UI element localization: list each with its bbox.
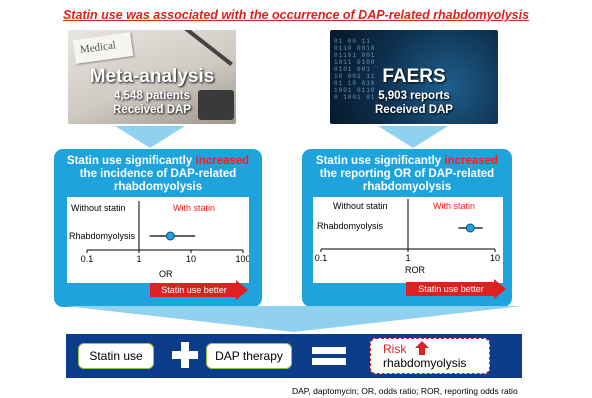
faers-line2: Received DAP bbox=[375, 104, 453, 116]
meta-heading: Meta-analysis bbox=[89, 66, 215, 87]
up-arrow-icon bbox=[415, 341, 429, 355]
left-axis-label: OR bbox=[159, 269, 173, 279]
risk-label: Risk bbox=[383, 342, 407, 356]
right-axis-label: ROR bbox=[405, 265, 425, 275]
left-without-label: Without statin bbox=[71, 203, 126, 213]
left-better-label: Statin use better bbox=[150, 283, 238, 297]
paper-decoration: Medical bbox=[72, 32, 134, 64]
left-tick-label-2: 10 bbox=[186, 254, 196, 264]
equals-icon bbox=[312, 347, 346, 365]
left-tick-label-3: 100 bbox=[235, 254, 249, 264]
statin-use-box: Statin use bbox=[78, 343, 154, 369]
left-better-arrow: Statin use better bbox=[150, 280, 250, 300]
left-title-red: increased bbox=[195, 155, 250, 167]
right-title-line3: rhabdomyolysis bbox=[362, 181, 452, 193]
right-tick-label-1: 1 bbox=[405, 253, 410, 263]
pen-decoration bbox=[183, 30, 233, 67]
right-better-label: Statin use better bbox=[406, 282, 496, 296]
figure-title: Statin use was associated with the occur… bbox=[62, 8, 530, 22]
risk-box: Risk rhabdomyolysis bbox=[370, 338, 490, 374]
meta-line1: 4,548 patients bbox=[113, 90, 191, 102]
left-with-label: With statin bbox=[173, 203, 216, 213]
right-tick-label-2: 10 bbox=[490, 253, 500, 263]
faers-line1: 5,903 reports bbox=[378, 90, 450, 102]
rhabdomyolysis-label: rhabdomyolysis bbox=[383, 356, 467, 370]
plus-icon bbox=[172, 342, 198, 368]
down-arrow-right-icon bbox=[378, 126, 448, 148]
right-without-label: Without statin bbox=[333, 201, 388, 211]
right-forest-svg: 0.1 1 10 bbox=[315, 199, 500, 263]
left-title-line3: rhabdomyolysis bbox=[113, 181, 203, 193]
footnote: DAP, daptomycin; OR, odds ratio; ROR, re… bbox=[292, 386, 518, 396]
right-panel-title: Statin use significantly increased the r… bbox=[302, 155, 512, 194]
left-panel-title: Statin use significantly increased the i… bbox=[54, 155, 262, 194]
left-title-line2: the incidence of DAP-related bbox=[79, 168, 237, 180]
merge-chevron-icon bbox=[66, 306, 522, 332]
equation-bar: Statin use DAP therapy Risk rhabdomyolys… bbox=[66, 334, 522, 378]
right-better-arrow: Statin use better bbox=[406, 279, 510, 299]
dap-therapy-box: DAP therapy bbox=[206, 343, 292, 369]
right-tick-label-0: 0.1 bbox=[315, 253, 328, 263]
right-arrow-head-icon bbox=[494, 279, 506, 299]
faers-heading: FAERS bbox=[382, 66, 446, 87]
right-forest-plot: Without statin With statin Rhabdomyolysi… bbox=[313, 197, 503, 283]
right-title-pre: Statin use significantly bbox=[315, 155, 445, 167]
left-tick-label-0: 0.1 bbox=[81, 254, 94, 264]
left-result-panel: Statin use significantly increased the i… bbox=[54, 149, 262, 307]
left-forest-svg: 0.1 1 10 100 bbox=[81, 201, 249, 264]
calculator-decoration bbox=[198, 90, 234, 120]
paper-label: Medical bbox=[79, 39, 117, 57]
left-tick-label-1: 1 bbox=[136, 254, 141, 264]
left-point-estimate bbox=[165, 231, 175, 241]
right-row-label: Rhabdomyolysis bbox=[317, 221, 384, 231]
left-title-pre: Statin use significantly bbox=[66, 155, 196, 167]
left-arrow-head-icon bbox=[236, 280, 248, 300]
right-result-panel: Statin use significantly increased the r… bbox=[302, 149, 512, 307]
left-row-label: Rhabdomyolysis bbox=[69, 231, 136, 241]
right-with-label: With statin bbox=[433, 201, 476, 211]
right-title-red: increased bbox=[444, 155, 499, 167]
right-point-estimate bbox=[465, 223, 475, 233]
meta-line2: Received DAP bbox=[113, 104, 191, 116]
meta-analysis-image: Medical Meta-analysis 4,548 patients Rec… bbox=[68, 30, 236, 124]
right-title-line2: the reporting OR of DAP-related bbox=[319, 168, 495, 180]
left-forest-plot: Without statin With statin Rhabdomyolysi… bbox=[67, 197, 249, 283]
down-arrow-left-icon bbox=[115, 126, 185, 148]
